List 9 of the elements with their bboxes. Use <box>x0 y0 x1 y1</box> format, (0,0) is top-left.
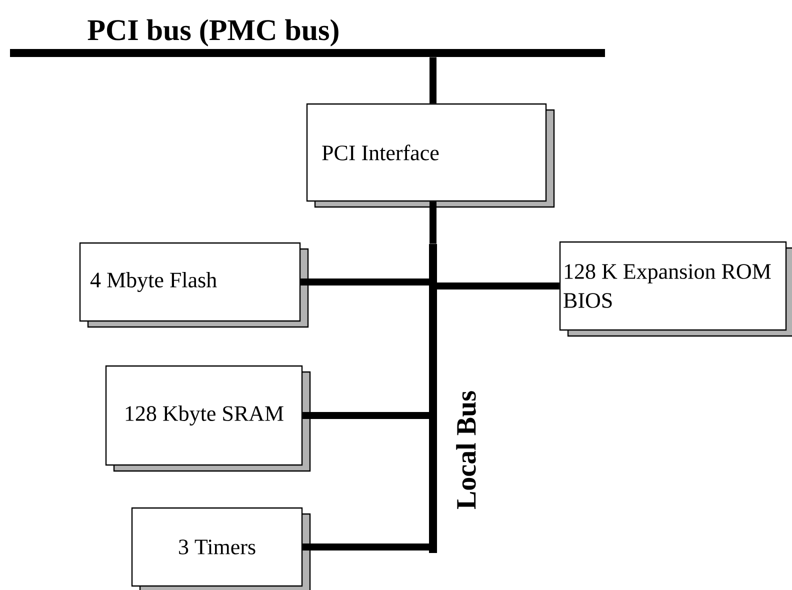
bus-line: PCI bus (PMC bus) <box>10 19 605 57</box>
bus-connector <box>430 202 436 244</box>
bus-line: Local Bus <box>429 244 476 553</box>
block-box: 3 Timers <box>131 507 311 590</box>
block-box: PCI Interface <box>306 103 555 208</box>
block-box: 4 Mbyte Flash <box>79 242 309 328</box>
block-box: 128 Kbyte SRAM <box>105 365 311 472</box>
block-box: 128 K Expansion ROM BIOS <box>559 241 792 337</box>
bus-connector <box>430 57 436 104</box>
